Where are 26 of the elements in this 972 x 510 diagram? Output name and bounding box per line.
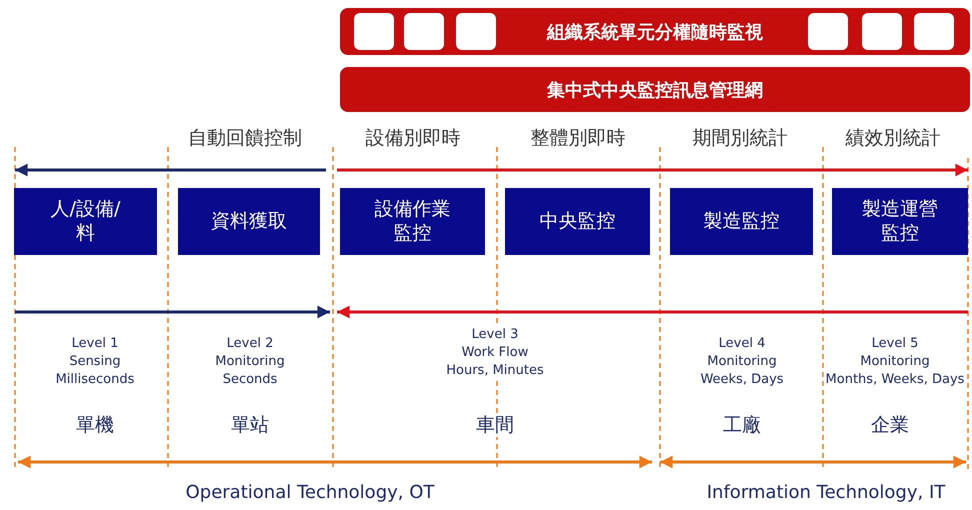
level-text: Months, Weeks, Days (824, 372, 966, 388)
box-text: 設備作業監控 (374, 198, 452, 246)
column-heading: 設備別即時 (364, 127, 462, 150)
level-text: Work Flow (460, 345, 530, 361)
function-box (178, 188, 320, 255)
column-heading: 整體別即時 (528, 127, 628, 150)
banner-bar (340, 8, 970, 55)
box-text: 製造監控 (704, 210, 780, 234)
level-text: Weeks, Days (698, 372, 786, 388)
box-text: 製造運營監控 (861, 198, 939, 246)
function-box (14, 188, 157, 255)
box-text: 中央監控 (540, 210, 616, 234)
function-box (340, 188, 485, 255)
column-heading: 期間別統計 (690, 127, 790, 150)
box-text: 資料獲取 (211, 210, 287, 234)
function-box (832, 188, 968, 255)
column-heading: 績效別統計 (844, 127, 942, 150)
level-text: Level 3 (470, 327, 520, 343)
scope-label: 工廠 (721, 414, 763, 437)
banner-bar (340, 67, 970, 112)
box-text: 人/設備/料 (50, 198, 122, 246)
banner-text: 集中式中央監控訊息管理網 (547, 78, 763, 102)
function-box (670, 188, 813, 255)
banner-text: 組織系統單元分權隨時監視 (547, 20, 763, 44)
function-box (505, 188, 650, 255)
technology-label: Operational Technology, OT (184, 482, 436, 504)
